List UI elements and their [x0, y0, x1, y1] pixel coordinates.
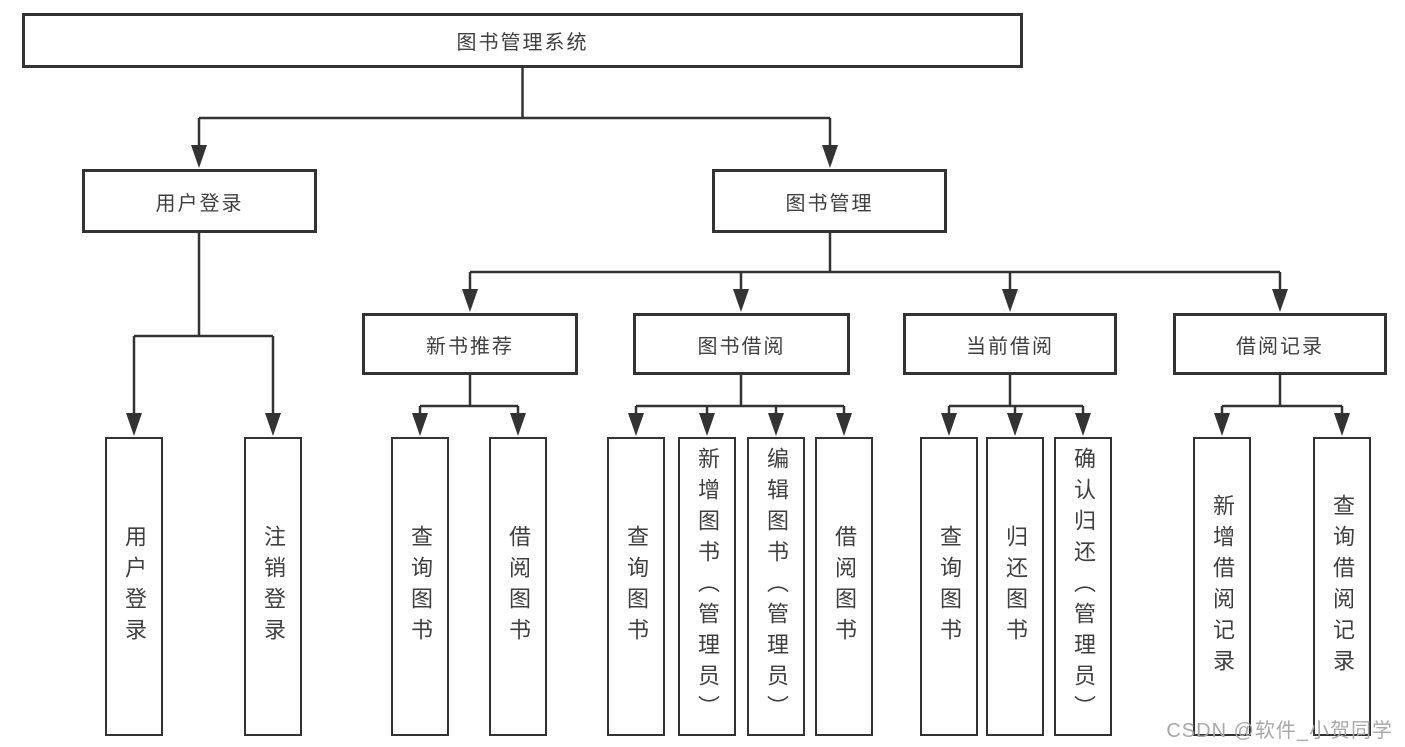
node-label: 新增借阅记录: [1210, 493, 1235, 680]
leaf-query-borrow-record: 查询借阅记录: [1313, 437, 1371, 736]
leaf-query-books-current: 查询图书: [920, 437, 978, 736]
arrowhead: [1002, 289, 1018, 312]
csdn-watermark: CSDN @软件_小贺同学: [1166, 720, 1393, 742]
leaf-borrow-books-recommend: 借阅图书: [489, 437, 547, 736]
node-label: 编辑图书（管理员）: [764, 447, 789, 726]
node-label: 用户登录: [155, 192, 244, 215]
node-label: 借阅记录: [1236, 335, 1324, 358]
leaf-add-books-admin: 新增图书（管理员）: [678, 437, 736, 736]
node-label: 图书借阅: [697, 335, 786, 358]
leaf-return-books: 归还图书: [986, 437, 1044, 736]
arrowhead: [462, 289, 478, 312]
node-book-management: 图书管理: [712, 169, 947, 233]
node-label: 新书推荐: [426, 335, 514, 358]
arrowhead: [836, 413, 852, 436]
node-label: 借阅图书: [506, 524, 531, 649]
node-label: 图书管理系统: [456, 32, 589, 54]
leaf-query-books-recommend: 查询图书: [391, 437, 449, 736]
arrowhead: [1075, 413, 1091, 436]
leaf-confirm-return-admin: 确认归还（管理员）: [1054, 437, 1112, 736]
leaf-edit-books-admin: 编辑图书（管理员）: [747, 437, 805, 736]
arrowhead: [1272, 289, 1288, 312]
arrowhead: [822, 145, 838, 168]
node-label: 归还图书: [1003, 524, 1028, 649]
node-label: 注销登录: [261, 524, 286, 649]
node-user-login: 用户登录: [82, 169, 317, 233]
arrowhead: [941, 413, 957, 436]
node-current-borrowing: 当前借阅: [903, 313, 1117, 375]
arrowhead: [265, 413, 281, 436]
arrowhead: [126, 413, 142, 436]
arrowhead: [510, 413, 526, 436]
node-book-borrowing: 图书借阅: [633, 313, 850, 375]
arrowhead: [191, 145, 207, 168]
arrowhead: [768, 413, 784, 436]
node-label: 查询图书: [408, 524, 433, 649]
arrowhead: [628, 413, 644, 436]
leaf-logout: 注销登录: [244, 437, 302, 736]
arrowhead: [1334, 413, 1350, 436]
node-library-management-system: 图书管理系统: [22, 13, 1023, 68]
arrowhead: [1214, 413, 1230, 436]
arrowhead: [699, 413, 715, 436]
leaf-user-login: 用户登录: [105, 437, 163, 736]
node-label: 查询图书: [937, 524, 962, 649]
node-label: 用户登录: [122, 524, 147, 649]
node-label: 借阅图书: [832, 524, 857, 649]
node-label: 查询借阅记录: [1330, 493, 1355, 680]
arrowhead: [733, 289, 749, 312]
node-new-book-recommendation: 新书推荐: [362, 313, 578, 375]
node-label: 查询图书: [624, 524, 649, 649]
node-label: 确认归还（管理员）: [1071, 447, 1096, 726]
leaf-add-borrow-record: 新增借阅记录: [1193, 437, 1251, 736]
node-label: 图书管理: [785, 192, 874, 215]
node-label: 新增图书（管理员）: [695, 447, 720, 726]
leaf-query-books-borrow: 查询图书: [607, 437, 665, 736]
arrowhead: [412, 413, 428, 436]
node-borrowing-records: 借阅记录: [1173, 313, 1387, 375]
node-label: 当前借阅: [966, 335, 1054, 358]
leaf-borrow-books: 借阅图书: [815, 437, 873, 736]
arrowhead: [1007, 413, 1023, 436]
